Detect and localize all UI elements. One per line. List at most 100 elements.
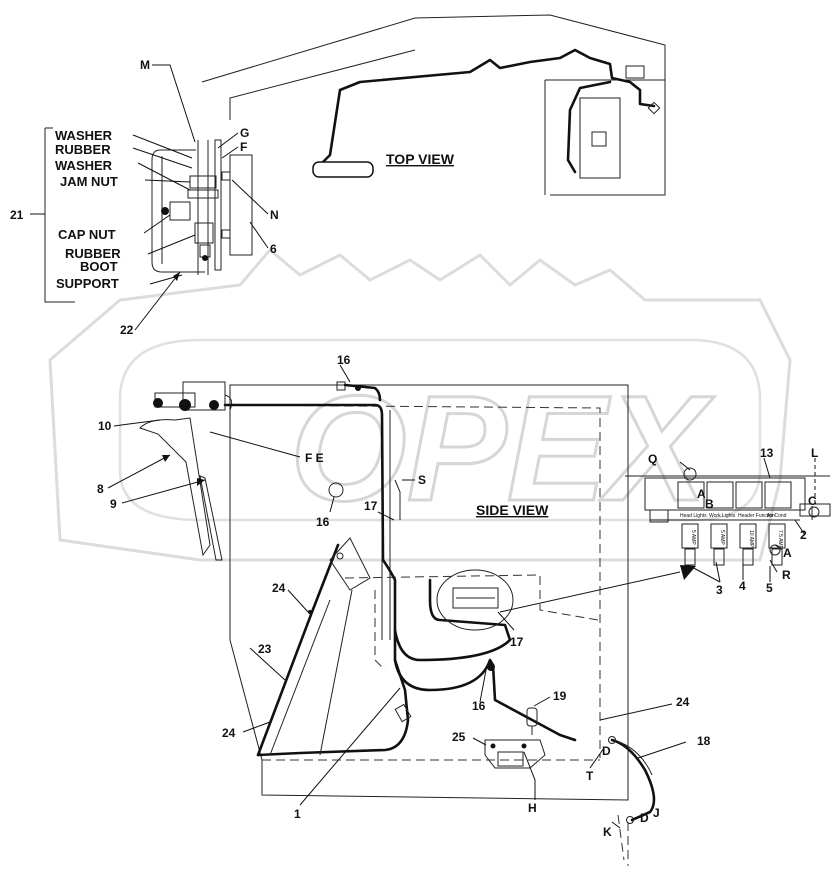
wiper-motor-mount <box>182 381 226 411</box>
callout-25: 25 <box>452 730 466 744</box>
callout-4: 4 <box>739 579 746 593</box>
callout-16-top: 16 <box>337 353 351 367</box>
label-washer-2: WASHER <box>55 158 113 173</box>
cable-18 <box>610 738 656 822</box>
switch-label-1: Head Lights <box>680 513 707 519</box>
callout-D-lower: D <box>640 811 649 825</box>
top-view-outline <box>201 14 666 196</box>
callout-N: N <box>270 208 279 222</box>
callout-22: 22 <box>120 323 134 337</box>
callout-17-upper: 17 <box>364 499 378 513</box>
fuse-3 <box>742 548 754 566</box>
switch-1 <box>677 481 705 509</box>
harness-s-branch <box>394 479 401 520</box>
fuse-holder-1 <box>681 523 699 549</box>
top-view-title: TOP VIEW <box>386 151 455 167</box>
callout-16-lower: 16 <box>472 699 486 713</box>
callout-K: K <box>603 825 612 839</box>
top-view-harness-branch <box>566 80 612 174</box>
callout-6: 6 <box>270 242 277 256</box>
callout-G: G <box>240 126 249 140</box>
fuse-1 <box>684 548 696 566</box>
top-view-harness <box>318 48 656 167</box>
wiper-arm <box>139 417 211 557</box>
harness-lower <box>256 658 410 757</box>
switch-panel-housing <box>644 477 806 511</box>
callout-J: J <box>653 806 660 820</box>
callout-5: 5 <box>766 581 773 595</box>
callout-24-lower: 24 <box>222 726 236 740</box>
switch-label-2: Work Lights <box>709 513 736 519</box>
callout-9: 9 <box>110 497 117 511</box>
callout-L: L <box>811 446 818 460</box>
rubber-boot <box>194 222 214 244</box>
callout-F: F <box>240 140 247 154</box>
callout-B: B <box>705 497 714 511</box>
callout-16-grommet: 16 <box>316 515 330 529</box>
callout-24-upper: 24 <box>272 581 286 595</box>
label-jam-nut: JAM NUT <box>60 174 118 189</box>
wiper-pivot <box>179 399 191 411</box>
support-bracket <box>151 149 205 273</box>
wiper-blade <box>199 475 223 561</box>
callout-1: 1 <box>294 807 301 821</box>
top-view-connector <box>625 65 645 79</box>
top-view-cab-frame <box>544 79 665 195</box>
top-view-panel <box>579 97 621 179</box>
dome-light-inset <box>436 569 514 631</box>
labels: WASHER RUBBER WASHER JAM NUT CAP NUT RUB… <box>10 58 818 839</box>
fuse-label-1: 5 AMP <box>690 530 696 545</box>
callout-A-lower: A <box>783 546 792 560</box>
harness-loop <box>393 578 512 662</box>
clip-q <box>683 467 697 481</box>
top-view-box <box>591 131 607 147</box>
switch-2 <box>706 481 734 509</box>
top-view-plug <box>647 101 661 115</box>
jam-nut <box>189 175 217 189</box>
cab-inner-dashed <box>231 404 601 758</box>
switch-label-4: Air Cond <box>767 513 787 519</box>
label-boot: BOOT <box>80 259 118 274</box>
cab-outline <box>229 384 629 801</box>
fuse-2 <box>713 548 725 566</box>
fuse-label-3: 10 AMP <box>748 530 754 548</box>
label-washer-1: WASHER <box>55 128 113 143</box>
top-view-light <box>312 161 374 178</box>
callout-2: 2 <box>800 528 807 542</box>
fuse-4 <box>771 548 783 566</box>
callout-H: H <box>528 801 537 815</box>
fuse-label-4: 7.5 AMP <box>777 530 783 550</box>
light-bracket <box>329 537 371 591</box>
detail-bracket-21 <box>44 128 75 303</box>
callout-19: 19 <box>553 689 567 703</box>
callout-21: 21 <box>10 208 24 222</box>
washer <box>187 189 219 199</box>
label-support: SUPPORT <box>56 276 119 291</box>
switch-label-3: Header Function <box>738 513 775 519</box>
label-cap-nut: CAP NUT <box>58 227 116 242</box>
callout-FE: F E <box>305 451 324 465</box>
switch-panel: Head Lights 5 AMP Work Lights 5 AMP Header F… <box>625 457 831 583</box>
callout-23: 23 <box>258 642 272 656</box>
fuse-label-2: 5 AMP <box>719 530 725 545</box>
callout-24-right: 24 <box>676 695 690 709</box>
grommet <box>328 482 344 498</box>
cap-nut-head <box>161 207 169 215</box>
cap-nut <box>169 201 191 221</box>
callout-A-upper: A <box>697 487 706 501</box>
callout-13: 13 <box>760 446 774 460</box>
mount-block <box>229 154 253 256</box>
fuse-holder-2 <box>710 523 728 549</box>
label-rubber-2: RUBBER <box>65 246 121 261</box>
mount-plate <box>214 139 222 271</box>
callout-8: 8 <box>97 482 104 496</box>
switch-4 <box>764 481 792 509</box>
callout-S: S <box>418 473 426 487</box>
callout-T: T <box>586 769 594 783</box>
callout-R: R <box>782 568 791 582</box>
watermark-oval <box>118 338 762 522</box>
callout-D-upper: D <box>602 744 611 758</box>
side-view-title: SIDE VIEW <box>476 502 549 518</box>
